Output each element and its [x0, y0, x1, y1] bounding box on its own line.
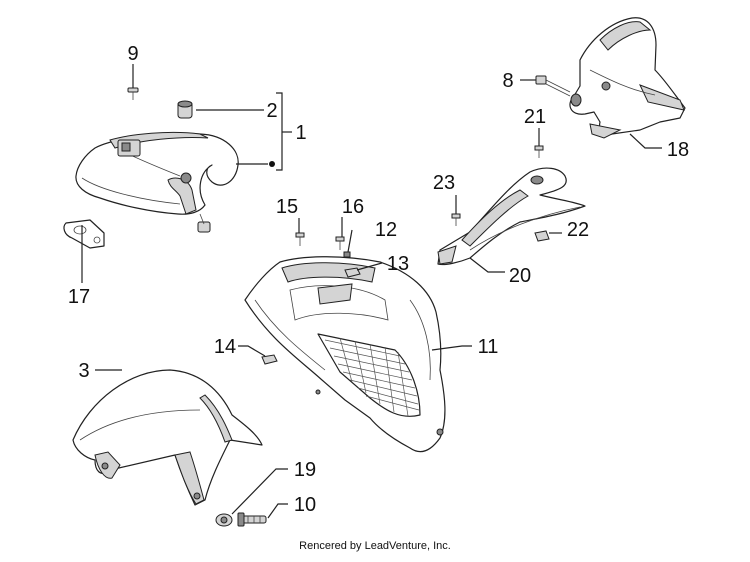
callout-2: 2 — [266, 100, 277, 122]
part-12-clip[interactable] — [343, 251, 351, 258]
part-21-screw[interactable] — [534, 145, 544, 158]
part-22-nut[interactable] — [534, 230, 550, 242]
callout-21: 21 — [524, 106, 546, 128]
callout-23: 23 — [433, 172, 455, 194]
callout-10: 10 — [294, 494, 316, 516]
part-1-inner-shield[interactable] — [75, 131, 239, 233]
callout-13: 13 — [387, 253, 409, 275]
callout-labels: 9 2 1 17 3 8 21 18 15 16 12 13 14 11 23 … — [68, 43, 689, 516]
callout-15: 15 — [276, 196, 298, 218]
part-2-grommet[interactable] — [177, 100, 193, 119]
part-9-screw[interactable] — [127, 87, 139, 100]
part-14-nut[interactable] — [261, 354, 278, 365]
callout-9: 9 — [127, 43, 138, 65]
callout-16: 16 — [342, 196, 364, 218]
part-15-screw[interactable] — [295, 232, 305, 246]
part-20-rear-mudguard[interactable] — [437, 167, 586, 266]
part-3-front-mudguard[interactable] — [72, 369, 263, 506]
part-1-reference-dot — [269, 161, 275, 167]
callout-22: 22 — [567, 219, 589, 241]
part-11-leg-shield[interactable] — [244, 256, 446, 453]
callout-12: 12 — [375, 219, 397, 241]
part-17-bracket[interactable] — [63, 219, 105, 249]
callout-20: 20 — [509, 265, 531, 287]
callout-14: 14 — [214, 336, 236, 358]
callout-3: 3 — [78, 360, 89, 382]
part-19-washer[interactable] — [215, 513, 233, 527]
part-11-grille — [324, 337, 420, 417]
part-10-bolt[interactable] — [237, 512, 267, 527]
callout-8: 8 — [502, 70, 513, 92]
part-16-screw[interactable] — [335, 236, 345, 250]
leader-lines — [81, 64, 662, 519]
part-13-nut[interactable] — [344, 267, 361, 278]
part-23-screw[interactable] — [451, 213, 461, 226]
callout-18: 18 — [667, 139, 689, 161]
credit-line: Rencered by LeadVenture, Inc. — [299, 540, 451, 552]
callout-19: 19 — [294, 459, 316, 481]
part-18-housing[interactable] — [569, 17, 686, 139]
callout-11: 11 — [478, 336, 499, 358]
part-8-bolt[interactable] — [535, 75, 571, 97]
callout-17: 17 — [68, 286, 90, 308]
callout-1: 1 — [295, 122, 306, 144]
